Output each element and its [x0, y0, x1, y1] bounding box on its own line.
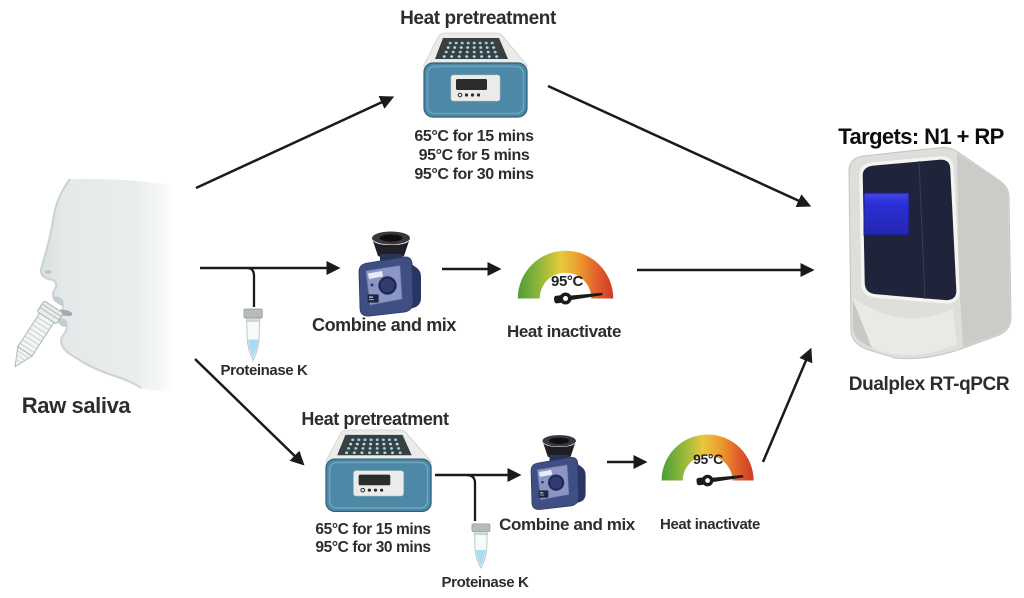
label-top-temps: 65°C for 15 mins 95°C for 5 mins 95°C fo… [414, 127, 534, 184]
label-bottom-temp-2: 95°C for 30 mins [315, 538, 431, 556]
arrow-top-heatblock-to-qpcr [547, 84, 812, 207]
label-heat-inactivate-middle: Heat inactivate [507, 322, 621, 341]
saliva-collection-tube-icon [4, 300, 64, 374]
label-proteinase-k-bottom: Proteinase K [441, 574, 529, 591]
connector-bottom-proteinase [466, 473, 477, 521]
label-raw-saliva: Raw saliva [21, 393, 131, 418]
face-profile-icon [40, 178, 176, 392]
arrow-saliva-to-top-heatblock [195, 96, 395, 190]
label-heat-pretreatment-bottom: Heat pretreatment [301, 409, 449, 429]
label-combine-mix-middle: Combine and mix [311, 315, 457, 335]
qpcr-screen [863, 192, 910, 236]
label-combine-mix-bottom: Combine and mix [499, 515, 635, 534]
gauge-temp-bottom: 95°C [693, 451, 723, 467]
connector-mid-proteinase [247, 266, 256, 307]
label-top-temp-1: 65°C for 15 mins [414, 128, 534, 145]
vortex-mixer-icon-bottom [530, 434, 587, 510]
label-heat-pretreatment-top: Heat pretreatment [400, 8, 556, 29]
heat-block-icon-top [422, 31, 529, 119]
qpcr-machine-icon [848, 147, 1012, 360]
microcentrifuge-tube-icon-middle [243, 308, 263, 362]
label-bottom-temps: 65°C for 15 mins 95°C for 30 mins [315, 521, 431, 556]
label-dualplex-rtqpcr: Dualplex RT-qPCR [848, 374, 1010, 395]
label-heat-inactivate-bottom: Heat inactivate [660, 516, 760, 533]
arrow-bottom-gauge-to-qpcr [761, 347, 813, 463]
heat-block-icon-bottom [324, 428, 433, 513]
gauge-temp-middle: 95°C [551, 273, 583, 290]
label-top-temp-3: 95°C for 30 mins [414, 166, 534, 183]
label-proteinase-k-middle: Proteinase K [220, 362, 308, 379]
microcentrifuge-tube-icon-bottom [471, 523, 491, 569]
label-top-temp-2: 95°C for 5 mins [418, 147, 530, 164]
label-targets-title: Targets: N1 + RP [838, 124, 1004, 149]
vortex-mixer-icon-middle [358, 231, 422, 317]
label-bottom-temp-1: 65°C for 15 mins [315, 521, 431, 538]
arrow-saliva-to-bottom-heatblock [194, 358, 305, 466]
